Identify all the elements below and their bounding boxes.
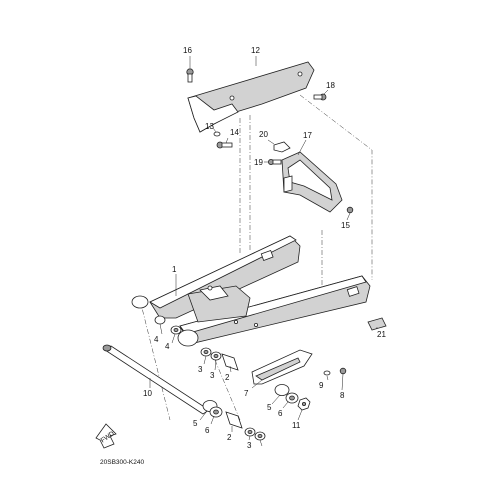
callout-9: 9 <box>319 381 324 390</box>
callout-21: 21 <box>377 330 386 339</box>
bearing-4-lower <box>170 325 182 335</box>
bolt-16 <box>186 68 194 83</box>
nut-11 <box>297 397 311 411</box>
fwd-arrow-icon: FWD <box>95 423 117 449</box>
bolt-15 <box>346 206 354 214</box>
callout-3-upper: 3 <box>198 365 203 374</box>
callout-12: 12 <box>251 46 260 55</box>
collar-9 <box>323 370 331 376</box>
chain-guard <box>187 61 315 133</box>
callout-5-right: 5 <box>267 403 272 412</box>
bush-2-lower <box>225 411 243 429</box>
callout-6-right: 6 <box>278 409 283 418</box>
callout-3-middle: 3 <box>210 371 215 380</box>
callout-16: 16 <box>183 46 192 55</box>
callout-20: 20 <box>259 130 268 139</box>
callout-17: 17 <box>303 131 312 140</box>
seal-3-middle <box>210 351 222 361</box>
callout-15: 15 <box>341 221 350 230</box>
callout-18: 18 <box>326 81 335 90</box>
bearing-4-upper <box>154 315 166 325</box>
pivot-shaft <box>102 344 210 415</box>
oil-seal-6-right <box>285 392 299 404</box>
chain-guide <box>251 349 313 385</box>
oil-seal-6-lower <box>209 406 223 418</box>
seal-3-upper <box>200 347 212 357</box>
callout-2-upper: 2 <box>225 373 230 382</box>
bearing-3-lower-a <box>244 427 256 437</box>
clip-20 <box>273 141 291 153</box>
callout-13: 13 <box>205 122 214 131</box>
callout-7: 7 <box>244 389 249 398</box>
callout-19: 19 <box>254 158 263 167</box>
washer-13 <box>213 131 221 137</box>
alignment-lines <box>139 94 373 421</box>
bearing-3-lower-b <box>254 431 266 441</box>
label-21 <box>367 317 387 331</box>
thrust-cover-5-right <box>274 384 290 396</box>
callout-6-lower: 6 <box>205 426 210 435</box>
bush-2-upper <box>221 353 239 371</box>
chain-case-bracket <box>281 151 343 213</box>
callout-3-lower: 3 <box>247 441 252 450</box>
callout-10: 10 <box>143 389 152 398</box>
callout-4-lower: 4 <box>165 342 170 351</box>
callout-14: 14 <box>230 128 239 137</box>
leader-lines <box>149 56 378 447</box>
callout-8: 8 <box>340 391 345 400</box>
callout-11: 11 <box>292 421 301 430</box>
swingarm <box>131 235 371 347</box>
bolt-18 <box>313 93 327 101</box>
bolt-8 <box>339 367 347 375</box>
callout-5-lower: 5 <box>193 419 198 428</box>
diagram-code: 20SB300-K240 <box>100 459 144 466</box>
callout-2-lower: 2 <box>227 433 232 442</box>
callout-numbers: 16 12 18 13 14 20 17 19 15 1 4 4 3 3 2 1… <box>143 46 386 450</box>
callout-1: 1 <box>172 265 177 274</box>
bolt-19 <box>267 158 282 165</box>
callout-4-upper: 4 <box>154 335 159 344</box>
bolt-14 <box>216 141 233 149</box>
